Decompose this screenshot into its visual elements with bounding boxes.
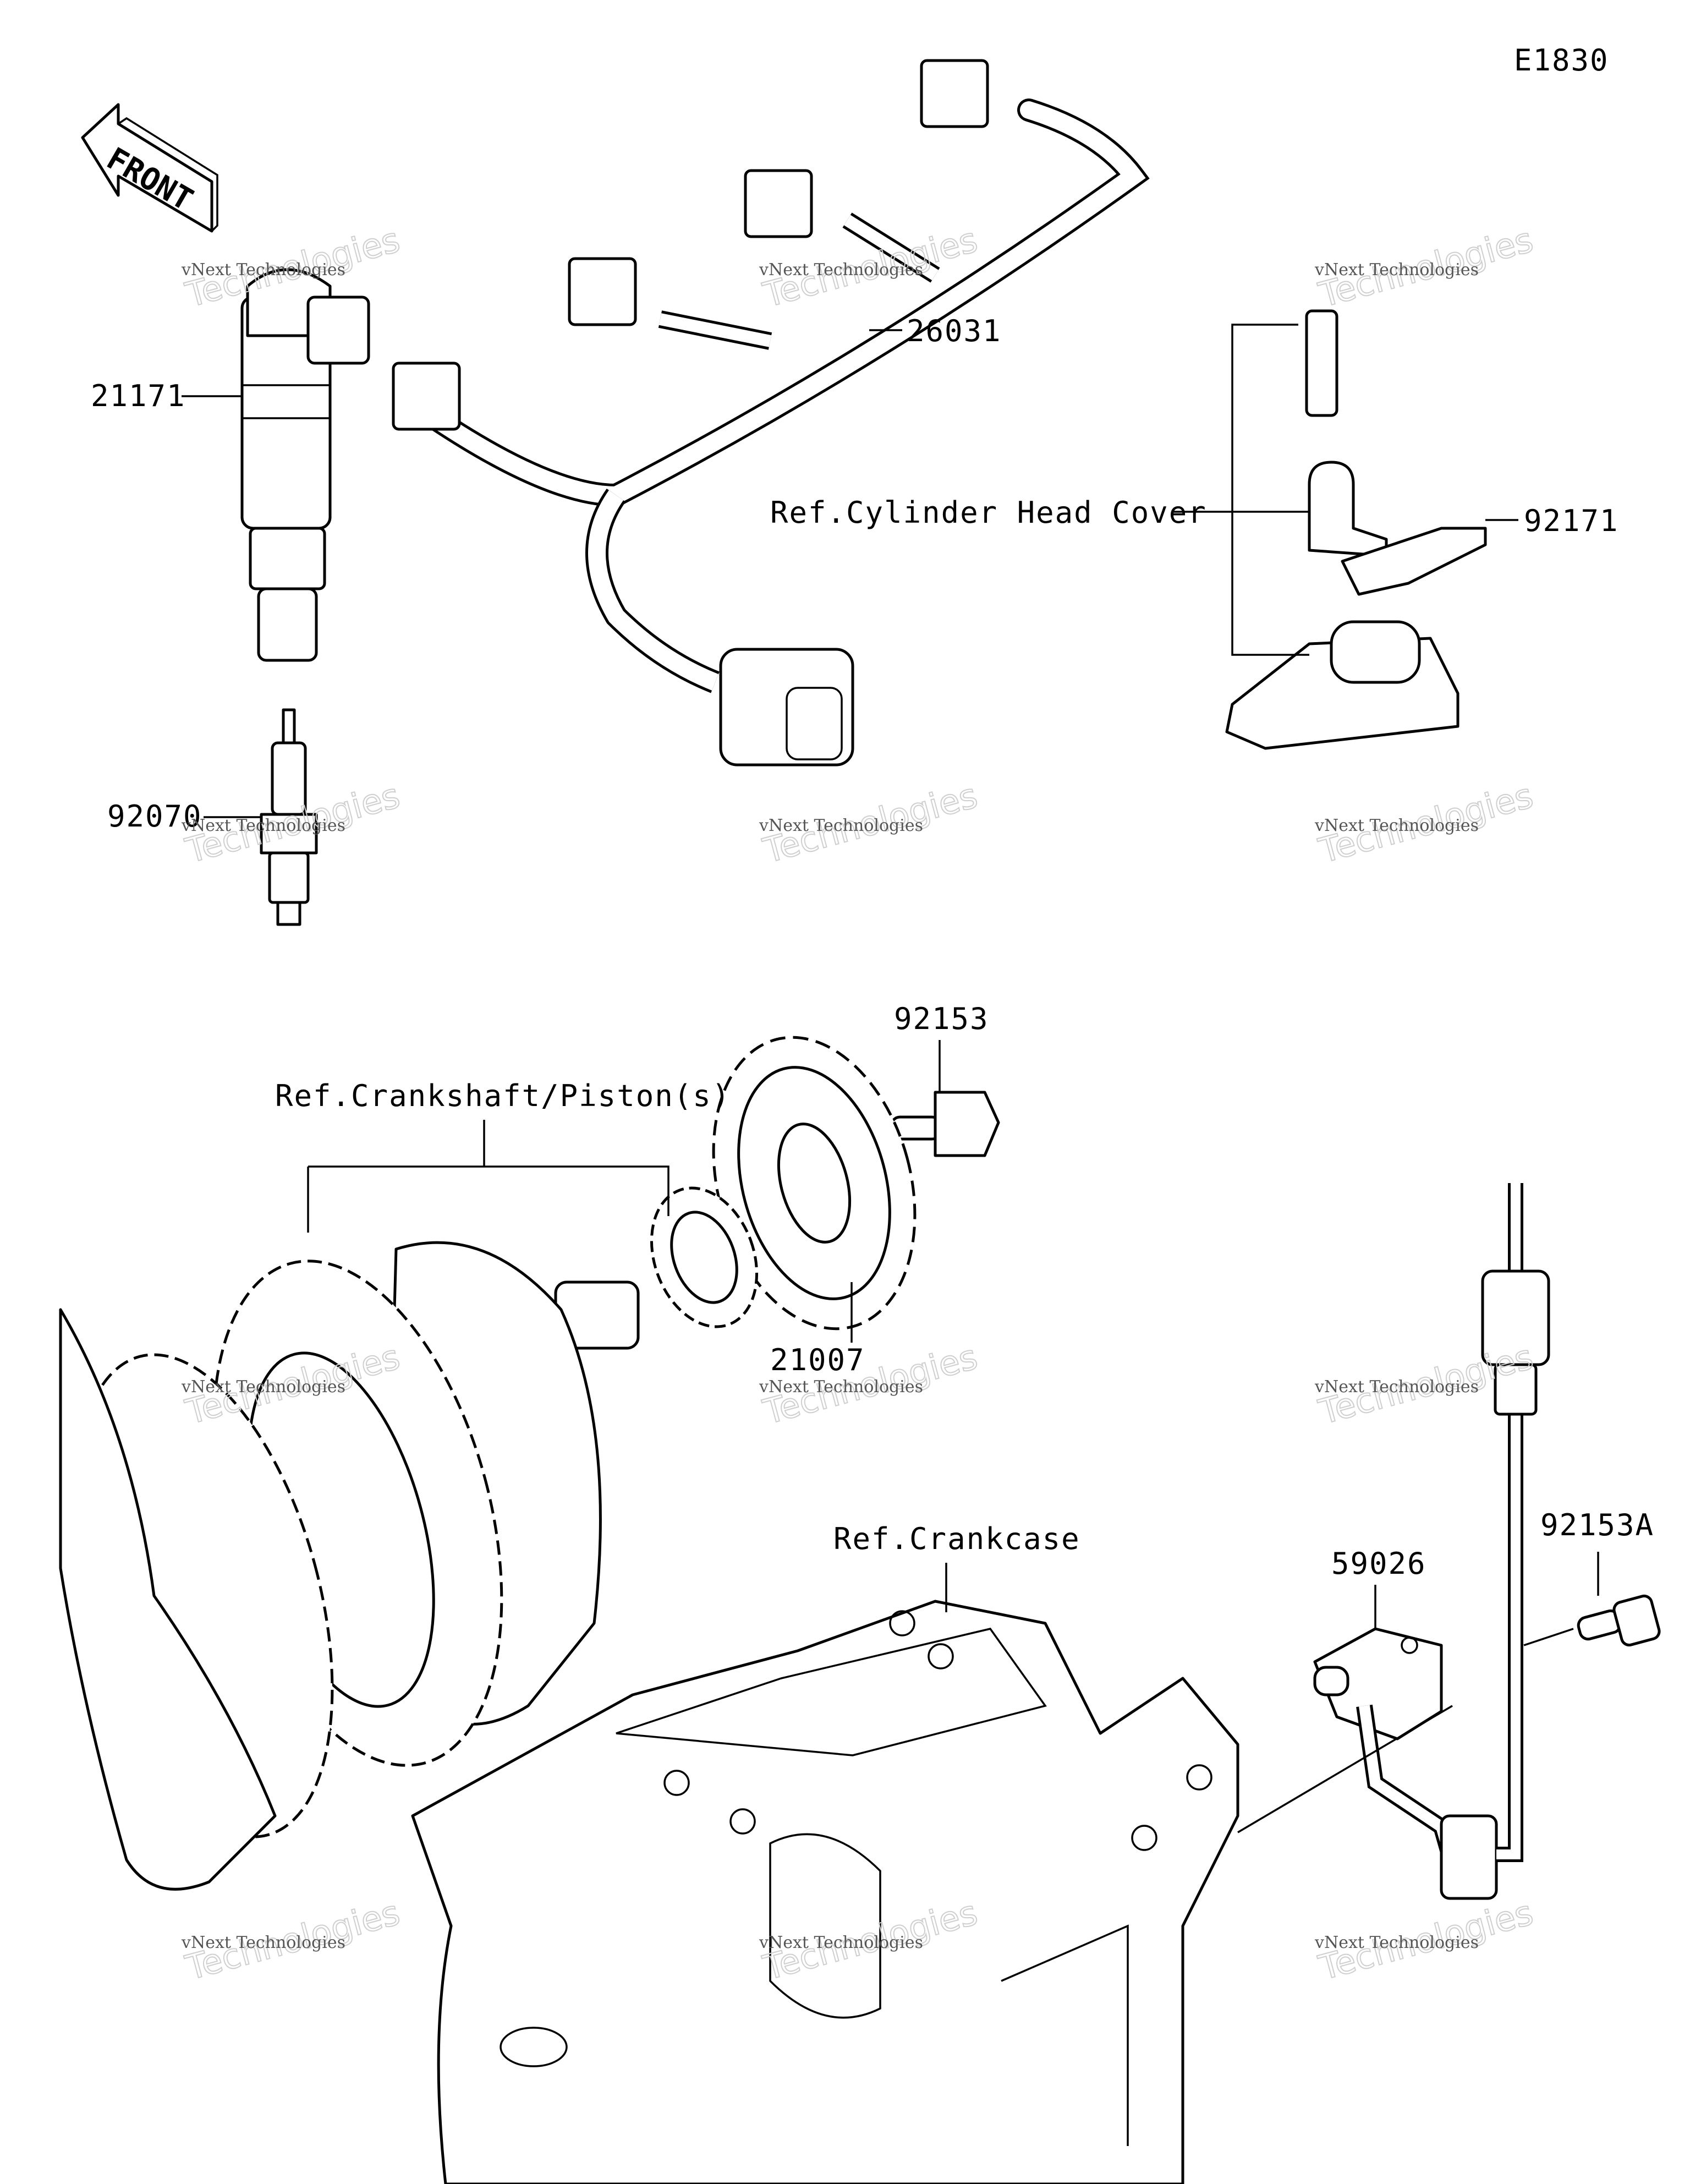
- svg-text:vNext Technologies: vNext Technologies: [181, 260, 345, 280]
- label-59026: 59026: [1331, 1546, 1426, 1581]
- connector-4-icon: [920, 59, 989, 128]
- svg-text:vNext Technologies: vNext Technologies: [181, 816, 345, 835]
- front-arrow-icon: FRONT: [81, 103, 218, 233]
- spark-plug: [260, 708, 318, 926]
- svg-text:vNext Technologies: vNext Technologies: [1314, 1933, 1479, 1952]
- svg-text:vNext Technologies: vNext Technologies: [759, 260, 923, 280]
- label-26031: 26031: [907, 314, 1002, 348]
- svg-text:vNext Technologies: vNext Technologies: [1314, 1377, 1479, 1397]
- svg-text:vNext Technologies: vNext Technologies: [759, 1933, 923, 1952]
- label-21007: 21007: [770, 1343, 865, 1377]
- timing-rotor: [712, 1036, 917, 1331]
- ignition-coil: [240, 268, 370, 662]
- connector-2-icon: [568, 257, 637, 326]
- wiring-harness: [392, 59, 1150, 767]
- crankshaft-sensor: [1313, 1183, 1550, 1900]
- svg-text:vNext Technologies: vNext Technologies: [1314, 816, 1479, 835]
- svg-text:vNext Technologies: vNext Technologies: [759, 816, 923, 835]
- cylinder-head-cover-group: [1225, 309, 1487, 750]
- crankcase: [411, 1600, 1239, 2184]
- label-21171: 21171: [91, 379, 186, 413]
- label-ref-crankcase: Ref.Crankcase: [833, 1521, 1080, 1556]
- connector-1-icon: [392, 362, 461, 431]
- label-ref-cylinder-head-cover: Ref.Cylinder Head Cover: [770, 495, 1207, 530]
- crankshaft-group: [59, 1186, 759, 1891]
- svg-text:vNext Technologies: vNext Technologies: [181, 1933, 345, 1952]
- diagram-code: E1830: [1514, 43, 1609, 78]
- svg-text:vNext Technologies: vNext Technologies: [181, 1377, 345, 1397]
- label-ref-crankshaft-pistons: Ref.Crankshaft/Piston(s): [275, 1079, 731, 1113]
- svg-text:vNext Technologies: vNext Technologies: [759, 1377, 923, 1397]
- connector-3-icon: [744, 169, 813, 238]
- sensor-bolt: [1577, 1594, 1661, 1647]
- label-92171: 92171: [1524, 503, 1619, 538]
- label-92153A: 92153A: [1540, 1508, 1654, 1542]
- label-92153: 92153: [894, 1001, 989, 1036]
- rotor-bolt: [890, 1091, 1000, 1157]
- label-92070: 92070: [107, 799, 202, 834]
- svg-text:vNext Technologies: vNext Technologies: [1314, 260, 1479, 280]
